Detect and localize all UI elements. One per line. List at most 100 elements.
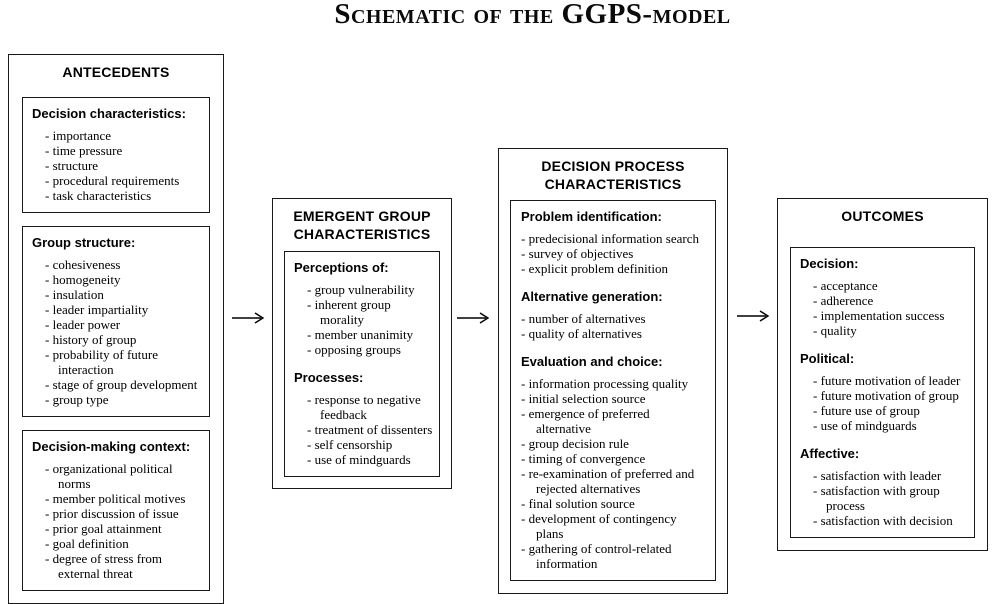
list-item: self censorship	[294, 437, 433, 452]
item-list: information processing qualityinitial se…	[521, 376, 699, 571]
section: Problem identification: predecisional inf…	[521, 209, 709, 276]
list-item: group decision rule	[521, 436, 699, 451]
section-heading: Decision characteristics:	[32, 106, 186, 121]
panel: Problem identification: predecisional inf…	[510, 200, 716, 581]
panels: Decision: acceptanceadherenceimplementati…	[778, 225, 987, 550]
panels: Decision characteristics: importancetime …	[9, 81, 223, 603]
list-item: implementation success	[800, 308, 968, 323]
section: Processes: response to negative feedbackt…	[294, 370, 433, 467]
diagram-title: Schematic of the GGPS-model	[334, 0, 731, 30]
section: Evaluation and choice: information proces…	[521, 354, 709, 571]
list-item: homogeneity	[32, 272, 203, 287]
list-item: gathering of control-related information	[521, 541, 699, 571]
section-heading: Group structure:	[32, 235, 136, 250]
list-item: group vulnerability	[294, 282, 433, 297]
list-item: timing of convergence	[521, 451, 699, 466]
list-item: future use of group	[800, 403, 968, 418]
section-heading: Problem identification:	[521, 209, 662, 224]
flow-arrow-emergent-to-decision-process-icon	[457, 312, 490, 324]
section: Political:future motivation of leaderfut…	[800, 351, 968, 433]
section-heading: Political:	[800, 351, 855, 366]
list-item: development of contingency plans	[521, 511, 699, 541]
item-list: number of alternativesquality of alterna…	[521, 311, 699, 341]
list-item: adherence	[800, 293, 968, 308]
panels: Perceptions of: group vulnerabilityinhere…	[273, 243, 451, 488]
item-list: organizational political normsmember pol…	[32, 461, 203, 581]
section: Decision: acceptanceadherenceimplementati…	[800, 256, 968, 338]
item-list: satisfaction with leadersatisfaction wit…	[800, 468, 968, 528]
list-item: information processing quality	[521, 376, 699, 391]
list-item: importance	[32, 128, 203, 143]
section-heading: Evaluation and choice:	[521, 354, 663, 369]
list-item: re-examination of preferred and rejected…	[521, 466, 699, 496]
list-item: member political motives	[32, 491, 203, 506]
list-item: inherent group morality	[294, 297, 433, 327]
panel: Decision: acceptanceadherenceimplementati…	[790, 247, 975, 538]
list-item: opposing groups	[294, 342, 433, 357]
section-heading: Decision-making context:	[32, 439, 191, 454]
list-item: emergence of preferred alternative	[521, 406, 699, 436]
section: Decision-making context: organizational p…	[32, 439, 203, 581]
list-item: stage of group development	[32, 377, 203, 392]
list-item: history of group	[32, 332, 203, 347]
panel: Perceptions of: group vulnerabilityinhere…	[284, 251, 440, 477]
section-heading: Affective:	[800, 446, 860, 461]
column-header-antecedents: ANTECEDENTS	[62, 64, 170, 80]
list-item: number of alternatives	[521, 311, 699, 326]
list-item: quality of alternatives	[521, 326, 699, 341]
list-item: probability of future interaction	[32, 347, 203, 377]
list-item: group type	[32, 392, 203, 407]
column-outcomes: OUTCOMES Decision:acceptanceadherenceimp…	[777, 198, 988, 551]
item-list: predecisional information searchsurvey o…	[521, 231, 699, 276]
item-list: cohesivenesshomogeneityinsulationleader …	[32, 257, 203, 407]
list-item: future motivation of group	[800, 388, 968, 403]
section: Alternative generation: number of alterna…	[521, 289, 709, 341]
column-header-emergent-group: EMERGENT GROUP CHARACTERISTICS	[293, 208, 431, 242]
list-item: insulation	[32, 287, 203, 302]
flow-arrow-decision-process-to-outcomes-icon	[737, 310, 770, 322]
list-item: predecisional information search	[521, 231, 699, 246]
list-item: initial selection source	[521, 391, 699, 406]
column-decision-process-characteristics: DECISION PROCESS CHARACTERISTICS Problem…	[498, 148, 728, 594]
column-header-decision-process: DECISION PROCESS CHARACTERISTICS	[541, 158, 685, 192]
section: Group structure: cohesivenesshomogeneityi…	[32, 235, 203, 407]
section-heading: Decision:	[800, 256, 859, 271]
item-list: response to negative feedbacktreatment o…	[294, 392, 433, 467]
panel: Decision characteristics: importancetime …	[22, 97, 210, 213]
list-item: survey of objectives	[521, 246, 699, 261]
section: Affective:satisfaction with leadersatisf…	[800, 446, 968, 528]
item-list: future motivation of leaderfuture motiva…	[800, 373, 968, 433]
list-item: prior discussion of issue	[32, 506, 203, 521]
list-item: procedural requirements	[32, 173, 203, 188]
list-item: satisfaction with group process	[800, 483, 968, 513]
list-item: explicit problem definition	[521, 261, 699, 276]
list-item: cohesiveness	[32, 257, 203, 272]
section: Decision characteristics: importancetime …	[32, 106, 203, 203]
section-heading: Alternative generation:	[521, 289, 663, 304]
list-item: degree of stress from external threat	[32, 551, 203, 581]
list-item: member unanimity	[294, 327, 433, 342]
item-list: acceptanceadherenceimplementation succes…	[800, 278, 968, 338]
panel: Decision-making context: organizational p…	[22, 430, 210, 591]
list-item: treatment of dissenters	[294, 422, 433, 437]
list-item: satisfaction with leader	[800, 468, 968, 483]
list-item: quality	[800, 323, 968, 338]
list-item: organizational political norms	[32, 461, 203, 491]
panels: Problem identification: predecisional inf…	[499, 193, 727, 593]
section-heading: Perceptions of:	[294, 260, 389, 275]
item-list: importancetime pressurestructureprocedur…	[32, 128, 203, 203]
list-item: goal definition	[32, 536, 203, 551]
list-item: future motivation of leader	[800, 373, 968, 388]
list-item: prior goal attainment	[32, 521, 203, 536]
section: Perceptions of: group vulnerabilityinhere…	[294, 260, 433, 357]
list-item: acceptance	[800, 278, 968, 293]
list-item: response to negative feedback	[294, 392, 433, 422]
list-item: use of mindguards	[800, 418, 968, 433]
list-item: task characteristics	[32, 188, 203, 203]
item-list: group vulnerabilityinherent group morali…	[294, 282, 433, 357]
list-item: structure	[32, 158, 203, 173]
list-item: satisfaction with decision	[800, 513, 968, 528]
section-heading: Processes:	[294, 370, 364, 385]
column-emergent-group-characteristics: EMERGENT GROUP CHARACTERISTICS Perceptio…	[272, 198, 452, 489]
panel: Group structure: cohesivenesshomogeneityi…	[22, 226, 210, 417]
